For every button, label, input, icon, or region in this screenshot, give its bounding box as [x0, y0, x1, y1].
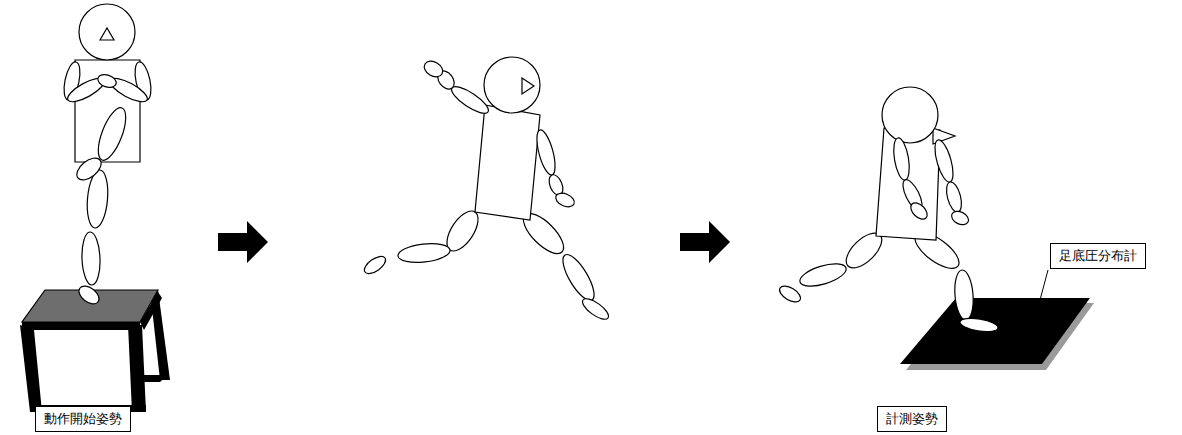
foot: [362, 253, 389, 277]
limb-segment: [931, 138, 956, 184]
figures: [20, 4, 1094, 412]
hand: [949, 209, 970, 228]
flow-arrow: [680, 221, 730, 263]
hands: [96, 72, 118, 89]
limb-segment: [797, 259, 848, 290]
limb-segment: [953, 269, 975, 320]
face-mark: [100, 28, 114, 40]
limb-segment: [944, 180, 965, 213]
label-box: 計測姿勢: [877, 406, 947, 432]
limb-segment: [93, 104, 132, 163]
head: [79, 4, 135, 60]
foot: [579, 295, 611, 323]
foot: [76, 282, 103, 307]
platform-frame: [135, 375, 168, 382]
box-text: 足底圧分布計: [1059, 247, 1137, 265]
box-text: 計測姿勢: [886, 410, 938, 428]
foot: [777, 283, 803, 305]
limb-segment: [81, 232, 101, 286]
hand: [908, 200, 930, 222]
limb-segment: [397, 241, 451, 265]
limb-segment: [533, 128, 559, 177]
head: [484, 57, 540, 113]
foot: [959, 316, 999, 334]
platform-leg: [20, 325, 42, 412]
pressure-mat: [900, 298, 1090, 364]
limb-segment: [73, 154, 105, 184]
leader-line: [1040, 270, 1048, 300]
face-mark: [522, 78, 534, 94]
label-box: 動作開始姿勢: [35, 406, 131, 432]
torso: [475, 105, 540, 220]
limb-segment: [891, 137, 912, 181]
torso: [876, 128, 940, 240]
limb-segment: [448, 82, 492, 118]
hand: [421, 58, 445, 80]
flow-arrow: [218, 221, 268, 263]
box-text: 動作開始姿勢: [44, 410, 122, 428]
head: [882, 87, 938, 143]
limb-segment: [557, 250, 599, 304]
hand: [554, 191, 577, 210]
platform-leg: [128, 325, 146, 412]
label-box: 足底圧分布計: [1050, 243, 1146, 269]
platform-frame: [22, 322, 140, 330]
